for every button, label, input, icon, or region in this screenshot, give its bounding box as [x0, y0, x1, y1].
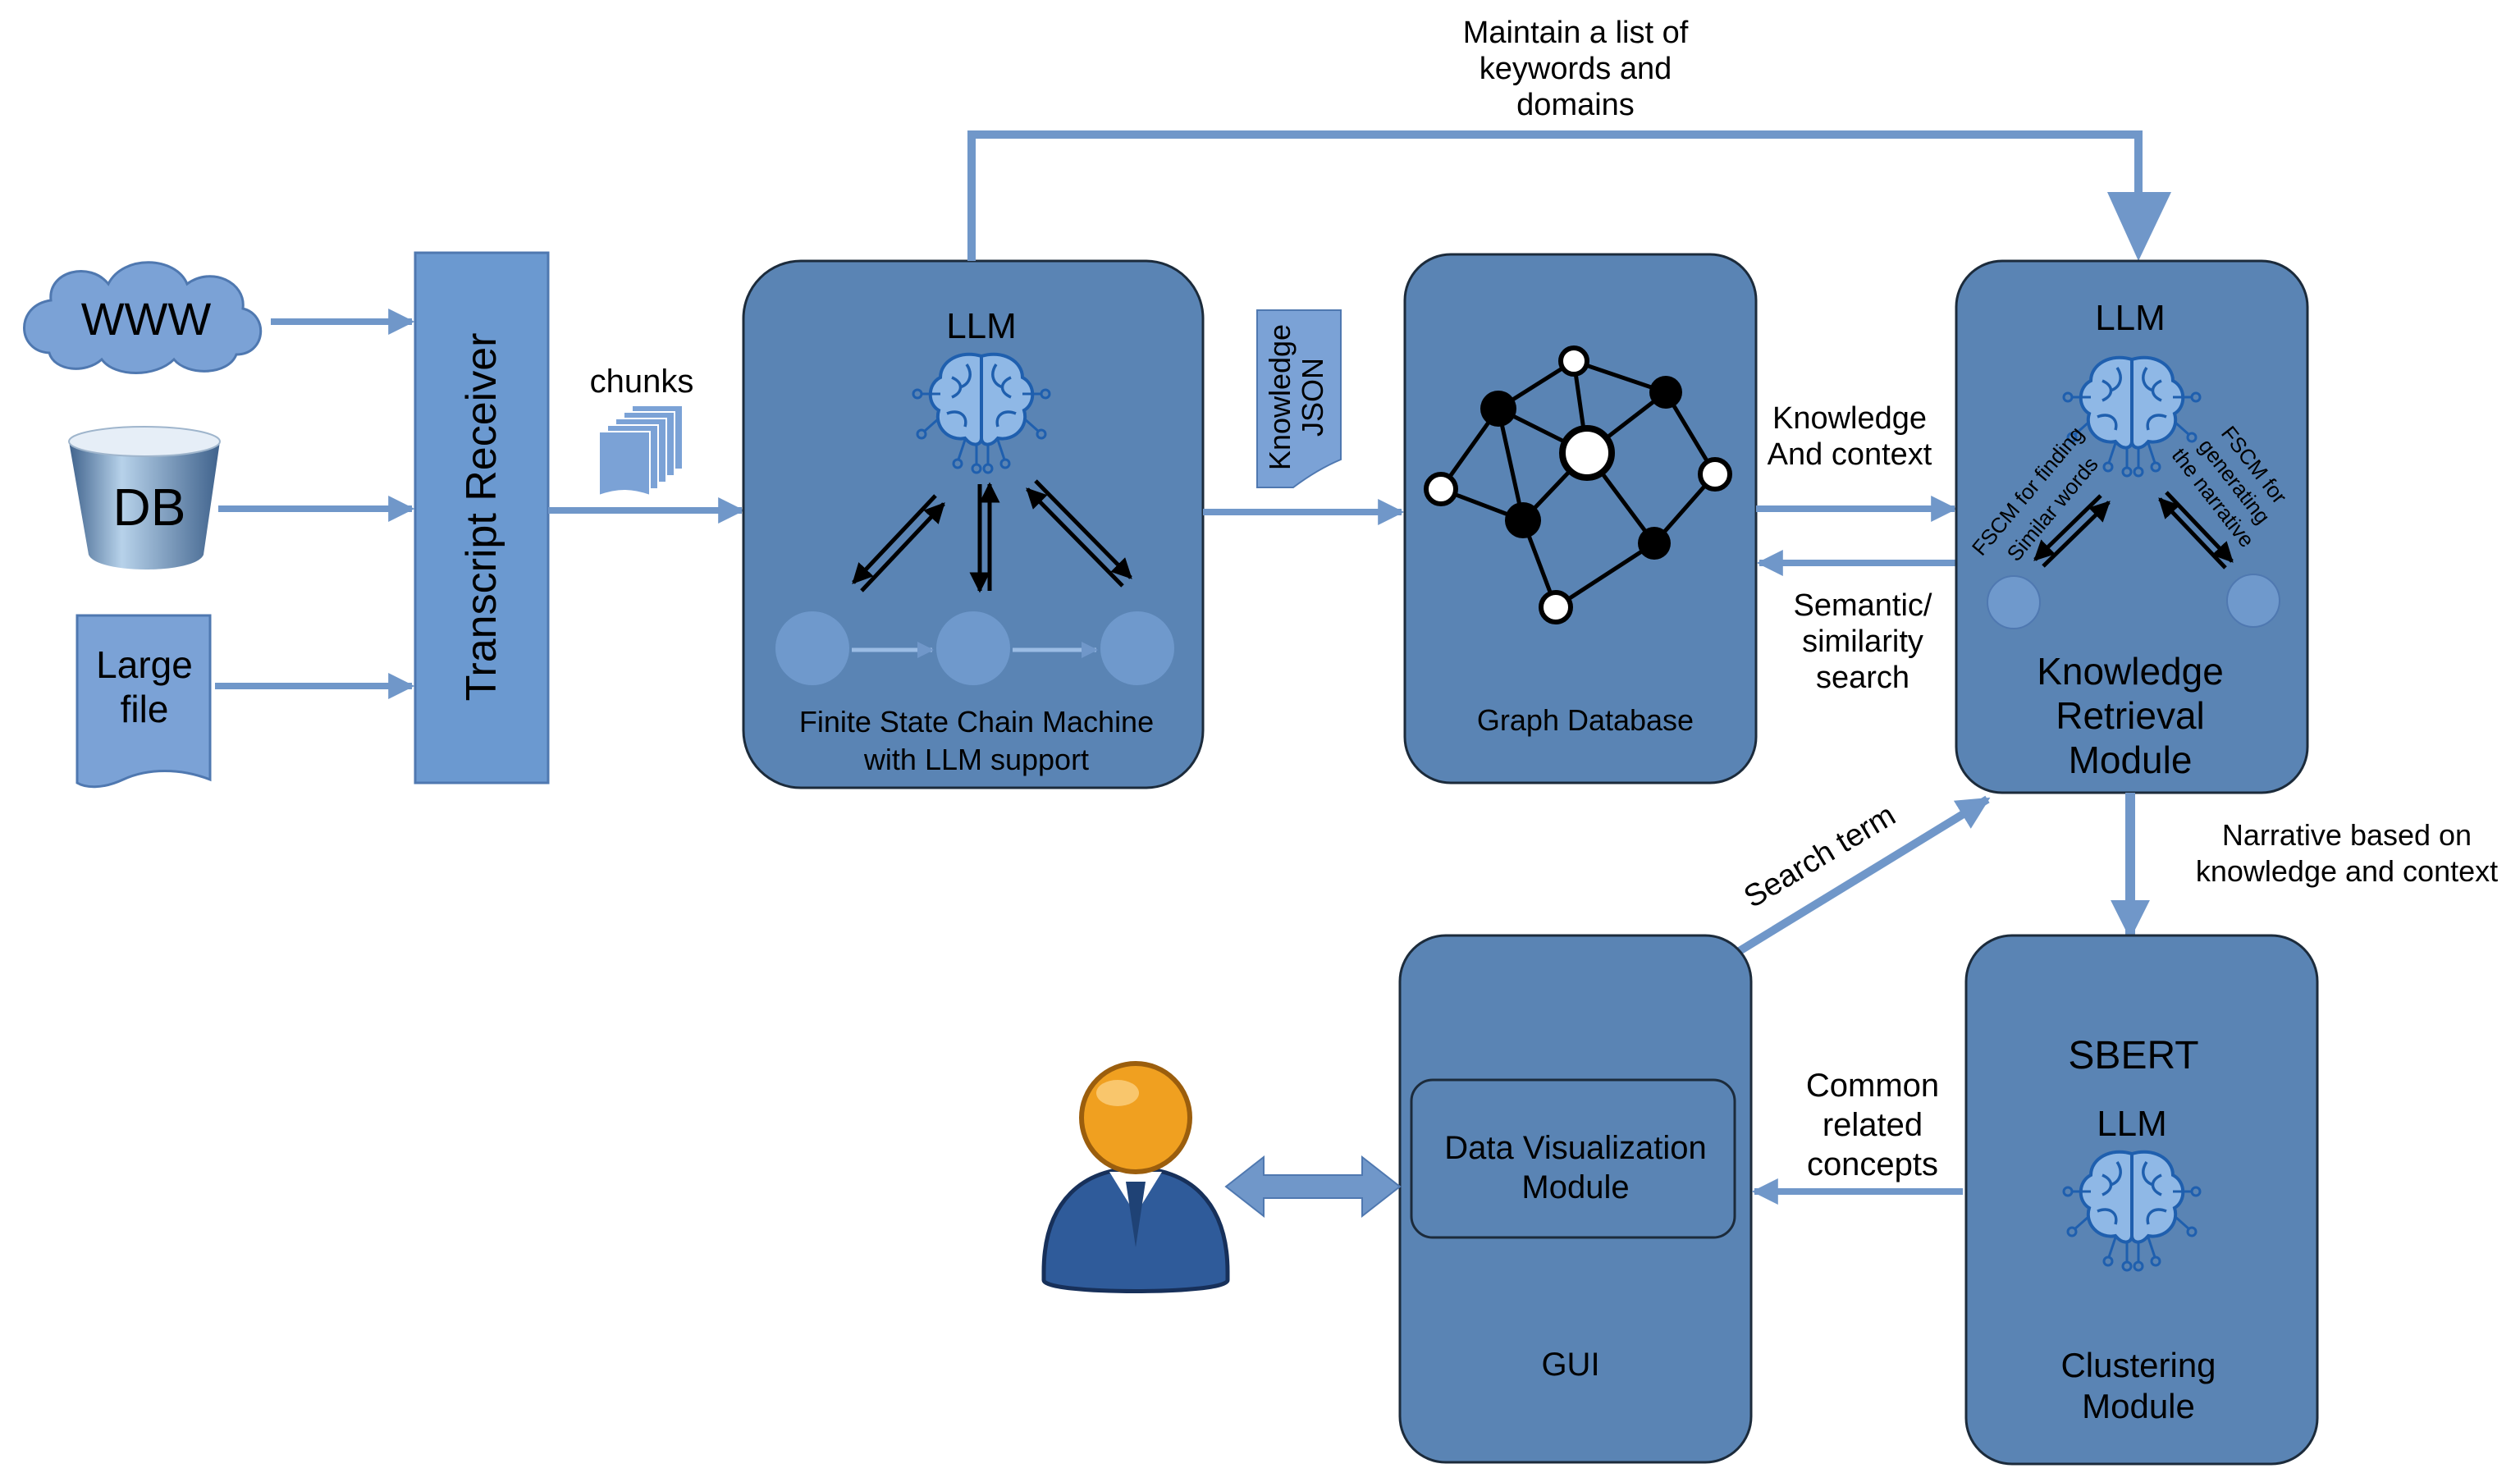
fscm-state-circle-3 [1099, 610, 1176, 687]
large-file-document: Large file [75, 614, 212, 789]
graph-node [1649, 376, 1682, 409]
knowledge-json-line2: JSON [1296, 358, 1329, 437]
common-line3: concepts [1807, 1146, 1938, 1182]
common-line1: Common [1806, 1068, 1939, 1104]
user-gui-double-arrow [1224, 1155, 1402, 1219]
knowledge-context-line2: And context [1768, 437, 1932, 472]
gui-to-krm-search-arrow [1736, 795, 1991, 956]
sbert-label: SBERT [2068, 1034, 2198, 1077]
graph-node [1638, 527, 1671, 560]
chunks-icon [598, 405, 684, 497]
top-label-line2: keywords and [1480, 52, 1672, 86]
common-line2: related [1823, 1107, 1923, 1143]
graph-node [1539, 590, 1573, 624]
large-file-label-line1: Large [96, 643, 193, 686]
gui-caption: GUI [1541, 1347, 1599, 1383]
graph-node [1505, 502, 1541, 538]
fscm-box: LLM Finite State Chain Machine with LLM … [742, 259, 1205, 789]
narrative-line2: knowledge and context [2196, 854, 2498, 888]
knowledge-retrieval-module-box: LLM FSCM for finding Similar words FSCM … [1955, 259, 2309, 794]
fscm-state-circle-2 [935, 610, 1012, 687]
fscm-llm-label: LLM [946, 306, 1017, 346]
data-vis-line1: Data Visualization [1444, 1130, 1706, 1166]
www-label: WWW [81, 293, 212, 345]
clustering-module-box: SBERT LLM Clustering Module [1964, 934, 2319, 1466]
graph-node [1424, 472, 1458, 506]
db-cylinder: DB [68, 426, 221, 569]
data-vis-line2: Module [1521, 1169, 1629, 1205]
fscm-caption-line2: with LLM support [863, 743, 1089, 776]
clustering-llm-label: LLM [2097, 1104, 2167, 1144]
transcript-receiver-label: Transcript Receiver [458, 333, 505, 702]
knowledge-json-line1: Knowledge [1263, 324, 1297, 470]
db-label: DB [113, 478, 186, 537]
semantic-line3: search [1816, 661, 1909, 695]
krm-caption-line2: Retrieval [2056, 694, 2205, 737]
top-label-line1: Maintain a list of [1463, 16, 1689, 50]
krm-llm-label: LLM [2095, 298, 2166, 338]
knowledge-json-tag: Knowledge JSON [1256, 309, 1342, 488]
semantic-line2: similarity [1802, 624, 1923, 659]
fscm-black-arrows [852, 479, 1132, 593]
fscm-to-krm-top-arrow [967, 130, 2143, 261]
graph-node [1559, 425, 1615, 481]
gui-box: Data Visualization Module GUI [1398, 934, 1753, 1464]
www-cloud: WWW [23, 261, 263, 374]
graph-database-box: Graph Database [1403, 253, 1758, 784]
krm-black-arrows [2033, 491, 2234, 569]
chunks-label: chunks [590, 364, 694, 400]
graph-node [1698, 457, 1732, 492]
graph-node [1480, 391, 1516, 427]
user-icon [1041, 1061, 1230, 1293]
transcript-receiver-box: Transcript Receiver [414, 251, 550, 784]
graph-database-caption: Graph Database [1477, 703, 1694, 737]
semantic-line1: Semantic/ [1794, 588, 1932, 623]
data-visualization-module-box [1410, 1078, 1736, 1239]
graph-node [1558, 345, 1589, 377]
knowledge-context-line1: Knowledge [1772, 401, 1927, 436]
fscm-state-circle-1 [774, 610, 851, 687]
krm-state-circle-right [2226, 574, 2280, 628]
narrative-line1: Narrative based on [2222, 818, 2472, 852]
krm-caption-line3: Module [2069, 739, 2193, 781]
top-arrow-head [2107, 192, 2171, 261]
fscm-caption-line1: Finite State Chain Machine [799, 705, 1154, 739]
clustering-caption-line1: Clustering [2060, 1346, 2216, 1384]
krm-caption-line1: Knowledge [2037, 650, 2224, 693]
clustering-caption-line2: Module [2082, 1387, 2195, 1425]
top-label-line3: domains [1516, 88, 1635, 122]
krm-state-circle-left [1987, 575, 2041, 629]
large-file-label-line2: file [121, 688, 169, 730]
